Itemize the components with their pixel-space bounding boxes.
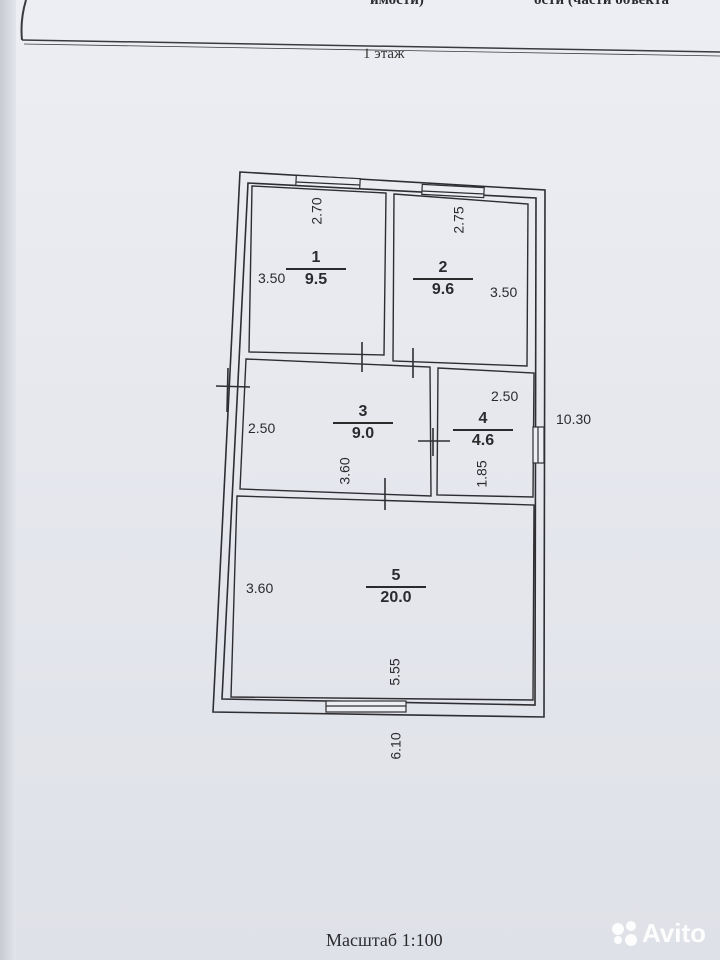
room-4-number: 4: [478, 410, 488, 427]
room-4-outline: [436, 367, 535, 498]
dim-room3-width: 3.60: [336, 457, 353, 485]
dim-total-width: 6.10: [387, 732, 404, 760]
dim-room2-width: 2.75: [450, 206, 467, 234]
room-3-area: 9.0: [333, 422, 393, 443]
dim-total-length: 10.30: [556, 411, 592, 427]
dim-room4-width: 1.85: [473, 460, 490, 488]
room-3-outline: [239, 358, 432, 497]
header-right-fragment: ости (части объекта: [534, 0, 670, 8]
window-room-1: [295, 174, 361, 190]
door-marks: [215, 342, 450, 510]
dim-room2-length: 3.50: [490, 284, 518, 300]
document-header: имости) ости (части объекта: [0, 0, 720, 52]
dim-room1-length: 3.50: [258, 270, 286, 286]
room-4-area: 4.6: [453, 429, 513, 450]
room-5-outline: [230, 495, 535, 701]
window-room-4: [532, 426, 545, 464]
avito-watermark: Avito: [612, 918, 706, 949]
dim-room4-length: 2.50: [491, 388, 519, 404]
dim-room5-width: 5.55: [386, 658, 403, 686]
dim-room3-length: 2.50: [248, 420, 276, 436]
avito-logo-icon: [612, 920, 638, 947]
room-1-outline: [248, 185, 387, 356]
room-1-number: 1: [311, 249, 321, 266]
room-2-outline: [392, 193, 529, 367]
room-3-number: 3: [358, 403, 368, 420]
window-room-5: [325, 700, 407, 713]
scale-label: Масштаб 1:100: [326, 930, 443, 950]
room-5-number: 5: [391, 567, 401, 584]
window-room-2: [421, 183, 485, 199]
room-2-area: 9.6: [413, 278, 473, 299]
dim-room5-length: 3.60: [246, 580, 274, 596]
header-left-fragment: имости): [370, 0, 424, 8]
room-2-number: 2: [438, 259, 448, 276]
room-5-area: 20.0: [366, 586, 426, 607]
binding-edge: [0, 0, 16, 960]
room-1-area: 9.5: [286, 268, 346, 289]
dim-room1-width: 2.70: [308, 197, 325, 225]
watermark-text: Avito: [642, 918, 707, 948]
